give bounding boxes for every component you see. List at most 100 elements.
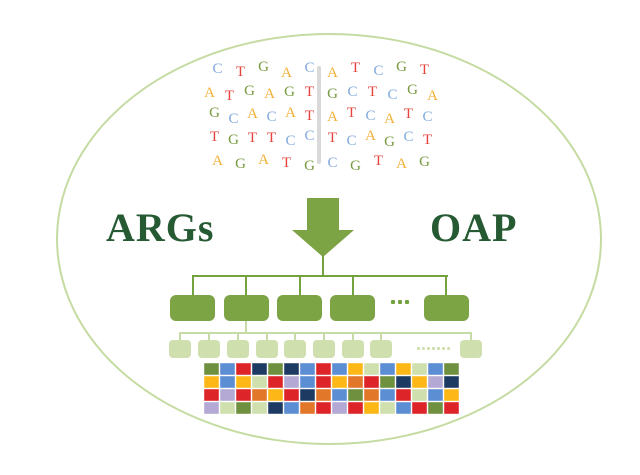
heatmap-cell-r4-c11: [364, 402, 379, 414]
tree-level2-box-3: [227, 340, 249, 358]
tree-level2-box-9: [460, 340, 482, 358]
heatmap-cell-r2-c16: [444, 376, 459, 388]
dna-base-C: C: [347, 84, 358, 100]
dna-base-T: T: [327, 130, 338, 146]
dna-base-T: T: [403, 106, 414, 122]
dna-base-C: C: [387, 87, 398, 103]
dna-base-G: G: [384, 134, 395, 150]
down-arrow-head-icon: [292, 230, 354, 257]
heatmap-cell-r1-c10: [348, 363, 363, 375]
level1-ellipsis-dot: [391, 300, 395, 304]
level2-drop-line-8: [380, 333, 382, 341]
dna-base-A: A: [212, 153, 223, 169]
heatmap-cell-r4-c5: [268, 402, 283, 414]
heatmap-cell-r4-c6: [284, 402, 299, 414]
level2-feeder-line: [245, 321, 247, 333]
level2-ellipsis-dot: [442, 347, 445, 350]
heatmap-cell-r2-c9: [332, 376, 347, 388]
level1-drop-line-1: [192, 276, 194, 295]
dna-base-T: T: [346, 105, 357, 121]
heatmap-cell-r2-c15: [428, 376, 443, 388]
dna-base-T: T: [209, 129, 220, 145]
heatmap-cell-r2-c5: [268, 376, 283, 388]
level2-drop-line-3: [237, 333, 239, 341]
tree-level2-box-6: [313, 340, 335, 358]
heatmap-cell-r2-c3: [236, 376, 251, 388]
dna-base-C: C: [304, 60, 315, 76]
dna-base-C: C: [373, 63, 384, 79]
heatmap-cell-r1-c16: [444, 363, 459, 375]
dna-base-T: T: [304, 84, 315, 100]
heatmap-cell-r3-c6: [284, 389, 299, 401]
dna-base-C: C: [346, 133, 357, 149]
level2-drop-line-1: [179, 333, 181, 341]
level2-drop-line-2: [208, 333, 210, 341]
level2-drop-line-9: [470, 333, 472, 341]
heatmap-cell-r3-c2: [220, 389, 235, 401]
tree-level2-box-8: [370, 340, 392, 358]
dna-base-A: A: [247, 106, 258, 122]
heatmap-cell-r3-c12: [380, 389, 395, 401]
dna-base-T: T: [367, 84, 378, 100]
heatmap-cell-r3-c14: [412, 389, 427, 401]
dna-base-G: G: [327, 86, 338, 102]
heatmap-cell-r2-c11: [364, 376, 379, 388]
level2-ellipsis-dot: [447, 347, 450, 350]
arrow-to-tree-line: [322, 256, 324, 276]
heatmap-cell-r1-c3: [236, 363, 251, 375]
heatmap-cell-r1-c4: [252, 363, 267, 375]
heatmap-cell-r4-c13: [396, 402, 411, 414]
heatmap-cell-r4-c7: [300, 402, 315, 414]
heatmap-cell-r3-c10: [348, 389, 363, 401]
tree-level2-box-2: [198, 340, 220, 358]
heatmap-cell-r2-c6: [284, 376, 299, 388]
dna-base-T: T: [419, 62, 430, 78]
heatmap-cell-r1-c6: [284, 363, 299, 375]
heatmap-cell-r1-c13: [396, 363, 411, 375]
heatmap-cell-r2-c14: [412, 376, 427, 388]
level1-drop-line-4: [352, 276, 354, 295]
heatmap-cell-r4-c1: [204, 402, 219, 414]
heatmap-cell-r4-c8: [316, 402, 331, 414]
heatmap-cell-r1-c15: [428, 363, 443, 375]
dna-base-T: T: [304, 108, 315, 124]
dna-base-A: A: [258, 152, 269, 168]
dna-base-T: T: [266, 130, 277, 146]
level1-drop-line-2: [245, 276, 247, 295]
dna-base-C: C: [266, 109, 277, 125]
dna-base-T: T: [373, 153, 384, 169]
dna-base-A: A: [396, 156, 407, 172]
level2-rail-line: [179, 332, 472, 334]
dna-base-G: G: [304, 158, 315, 174]
heatmap-cell-r4-c3: [236, 402, 251, 414]
level1-ellipsis-dot: [398, 300, 402, 304]
heatmap-cell-r1-c9: [332, 363, 347, 375]
heatmap-cell-r3-c8: [316, 389, 331, 401]
level2-drop-line-6: [323, 333, 325, 341]
heatmap-cell-r4-c9: [332, 402, 347, 414]
outer-ellipse-border: [56, 33, 602, 445]
heatmap-cell-r4-c12: [380, 402, 395, 414]
level1-drop-line-5: [445, 276, 447, 295]
level2-drop-line-7: [352, 333, 354, 341]
level2-ellipsis-dot: [417, 347, 420, 350]
heatmap-cell-r4-c10: [348, 402, 363, 414]
heatmap-cell-r1-c11: [364, 363, 379, 375]
heatmap-cell-r3-c11: [364, 389, 379, 401]
dna-base-A: A: [327, 109, 338, 125]
heatmap-cell-r2-c10: [348, 376, 363, 388]
level2-drop-line-4: [266, 333, 268, 341]
level1-rail-line: [192, 275, 448, 277]
heatmap-cell-r1-c8: [316, 363, 331, 375]
dna-base-A: A: [281, 65, 292, 81]
heatmap-cell-r4-c15: [428, 402, 443, 414]
heatmap-cell-r3-c15: [428, 389, 443, 401]
tree-level1-box-4: [330, 295, 375, 321]
level1-drop-line-3: [299, 276, 301, 295]
